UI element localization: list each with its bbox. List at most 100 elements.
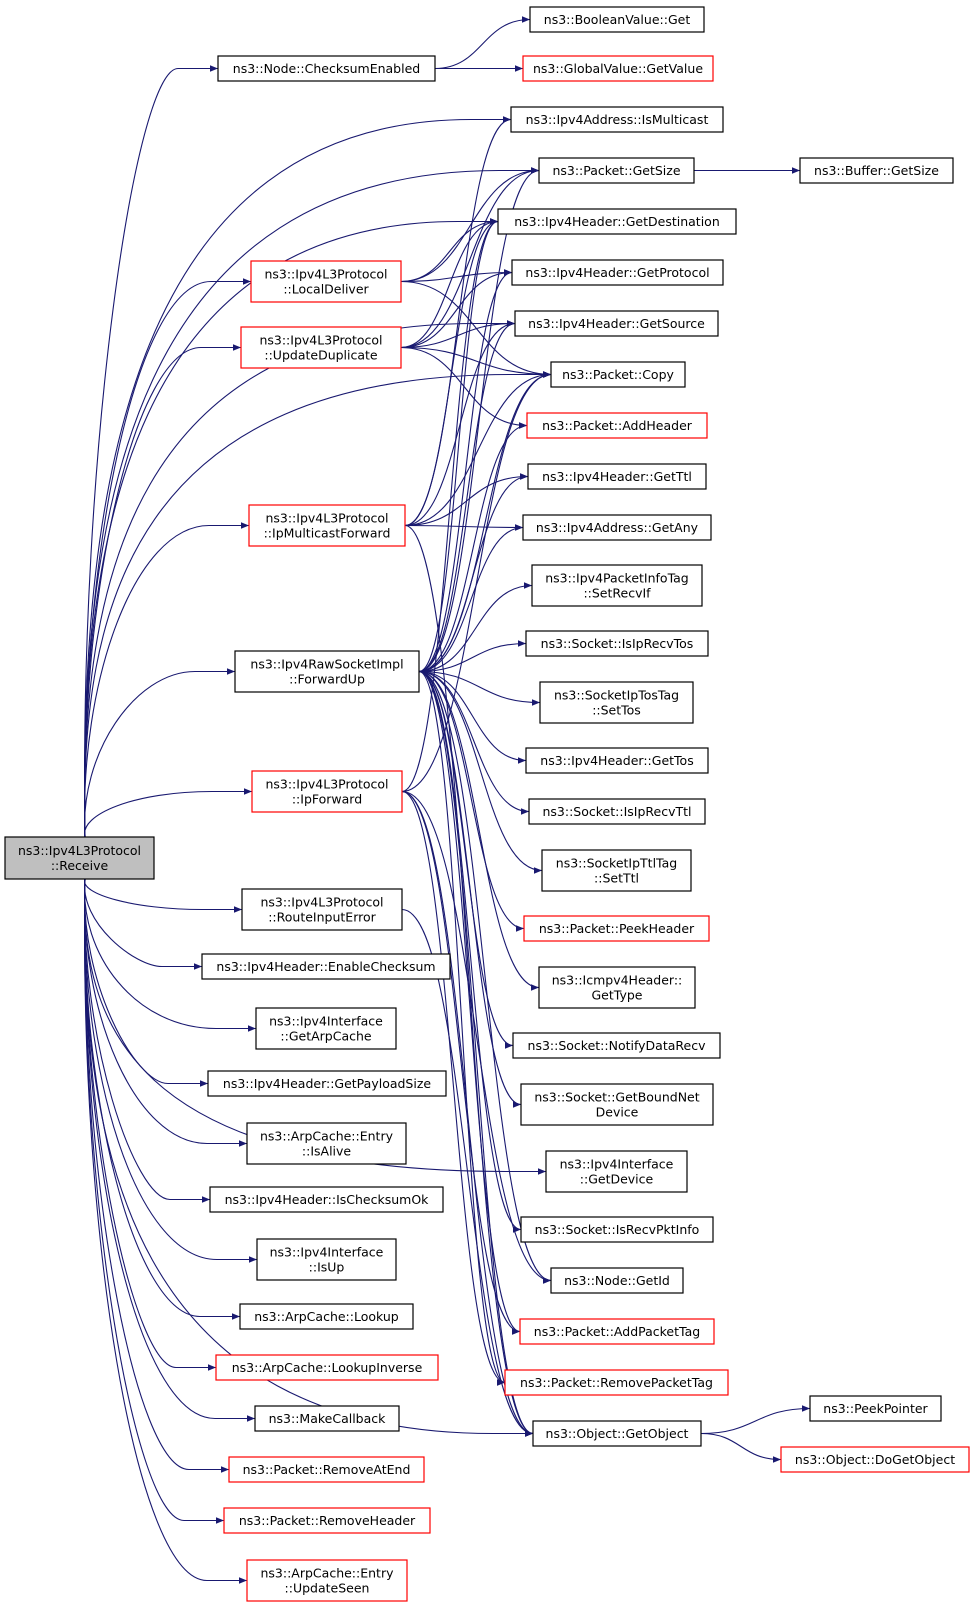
call-edge-updateDuplicate-to-getDestination <box>400 218 499 349</box>
call-edge-forwardUp-to-icmpGetType <box>418 670 540 991</box>
call-edge-ipMulticastForward-to-getDestination <box>404 218 499 527</box>
function-node-getDestination[interactable]: ns3::Ipv4Header::GetDestination <box>497 208 737 235</box>
node-box <box>525 630 709 657</box>
call-edge-root-to-getArpCache <box>84 878 256 1032</box>
function-node-icmpGetType[interactable]: ns3::Icmpv4Header::GetType <box>538 966 696 1009</box>
call-edge-root-to-isMulticast <box>84 116 511 838</box>
node-label: ::SetTtl <box>594 871 639 886</box>
function-node-ipMulticastForward[interactable]: ns3::Ipv4L3Protocol::IpMulticastForward <box>248 504 406 547</box>
call-edge-root-to-updateSeen <box>84 878 247 1584</box>
function-node-getArpCache[interactable]: ns3::Ipv4Interface::GetArpCache <box>255 1007 397 1050</box>
node-label: ns3::Ipv4Header::GetTos <box>540 753 693 768</box>
function-node-enableChecksum[interactable]: ns3::Ipv4Header::EnableChecksum <box>201 953 451 980</box>
call-edge-root-to-getPayloadSize <box>84 878 208 1087</box>
call-edge-updateDuplicate-to-getProtocol <box>400 269 513 349</box>
function-node-setRecvIf[interactable]: ns3::Ipv4PacketInfoTag::SetRecvIf <box>531 564 703 607</box>
node-label: ns3::Ipv4L3Protocol <box>18 843 141 858</box>
function-node-addPacketTag[interactable]: ns3::Packet::AddPacketTag <box>519 1318 715 1345</box>
call-edge-routeInputError-to-getObject <box>401 908 534 1437</box>
node-box <box>539 681 694 724</box>
node-box <box>545 1150 688 1193</box>
function-node-makeCallback[interactable]: ns3::MakeCallback <box>254 1405 400 1432</box>
call-edge-root-to-routeInputError <box>84 878 242 913</box>
node-label: ::IpForward <box>292 792 362 807</box>
call-edge-localDeliver-to-packetCopy <box>400 280 552 378</box>
function-node-forwardUp[interactable]: ns3::Ipv4RawSocketImpl::ForwardUp <box>234 650 420 693</box>
function-node-booleanValueGet[interactable]: ns3::BooleanValue::Get <box>529 6 705 33</box>
call-edge-localDeliver-to-getProtocol <box>400 269 513 283</box>
function-node-addHeader[interactable]: ns3::Packet::AddHeader <box>526 412 708 439</box>
node-label: ns3::Socket::GetBoundNet <box>534 1090 699 1105</box>
call-edge-ipForward-to-getObject <box>401 790 534 1437</box>
function-node-getTtl[interactable]: ns3::Ipv4Header::GetTtl <box>527 463 707 490</box>
function-node-setTos[interactable]: ns3::SocketIpTosTag::SetTos <box>539 681 694 724</box>
call-edge-root-to-checksumEnabled <box>84 65 218 838</box>
function-node-updateSeen[interactable]: ns3::ArpCache::Entry::UpdateSeen <box>246 1559 408 1602</box>
function-node-notifyDataRecv[interactable]: ns3::Socket::NotifyDataRecv <box>512 1032 721 1059</box>
function-node-isChecksumOk[interactable]: ns3::Ipv4Header::IsChecksumOk <box>209 1186 444 1213</box>
node-label: ::Receive <box>51 858 109 873</box>
node-label: ns3::Buffer::GetSize <box>814 163 939 178</box>
function-node-getTos[interactable]: ns3::Ipv4Header::GetTos <box>525 747 709 774</box>
function-node-isUp[interactable]: ns3::Ipv4Interface::IsUp <box>256 1238 397 1281</box>
node-box <box>223 1507 431 1534</box>
call-edge-checksumEnabled-to-booleanValueGet <box>434 16 531 70</box>
function-node-peekHeader[interactable]: ns3::Packet::PeekHeader <box>523 915 710 942</box>
call-edge-root-to-forwardUp <box>84 668 235 838</box>
call-edge-forwardUp-to-addPacketTag <box>418 670 521 1335</box>
function-node-getObject[interactable]: ns3::Object::GetObject <box>532 1420 702 1447</box>
function-node-getPayloadSize[interactable]: ns3::Ipv4Header::GetPayloadSize <box>207 1070 447 1097</box>
function-node-isMulticast[interactable]: ns3::Ipv4Address::IsMulticast <box>510 106 724 133</box>
function-node-setTtl[interactable]: ns3::SocketIpTtlTag::SetTtl <box>541 849 692 892</box>
call-edge-forwardUp-to-nodeGetId <box>418 670 552 1284</box>
function-node-bufferGetSize[interactable]: ns3::Buffer::GetSize <box>799 157 954 184</box>
function-node-lookupInverse[interactable]: ns3::ArpCache::LookupInverse <box>215 1354 439 1381</box>
function-node-packetGetSize[interactable]: ns3::Packet::GetSize <box>538 157 695 184</box>
call-edge-getObject-to-doGetObject <box>700 1432 782 1463</box>
function-node-isRecvPktInfo[interactable]: ns3::Socket::IsRecvPktInfo <box>520 1216 714 1243</box>
function-node-isAlive[interactable]: ns3::ArpCache::Entry::IsAlive <box>246 1122 407 1165</box>
function-node-updateDuplicate[interactable]: ns3::Ipv4L3Protocol::UpdateDuplicate <box>240 326 402 369</box>
node-box <box>529 6 705 33</box>
function-node-getProtocol[interactable]: ns3::Ipv4Header::GetProtocol <box>511 259 724 286</box>
node-label: ns3::ArpCache::Entry <box>260 1129 394 1144</box>
node-label: ns3::Ipv4Header::EnableChecksum <box>216 959 435 974</box>
function-node-getSource[interactable]: ns3::Ipv4Header::GetSource <box>514 310 719 337</box>
node-box <box>522 55 714 82</box>
node-box <box>550 361 686 388</box>
node-box <box>207 1070 447 1097</box>
function-node-removePacketTag[interactable]: ns3::Packet::RemovePacketTag <box>504 1369 729 1396</box>
node-box <box>246 1559 408 1602</box>
function-node-doGetObject[interactable]: ns3::Object::DoGetObject <box>780 1446 970 1473</box>
node-label: ns3::Ipv4Header::GetDestination <box>514 214 720 229</box>
node-label: ns3::Ipv4L3Protocol <box>265 511 388 526</box>
node-label: ns3::Packet::GetSize <box>552 163 680 178</box>
function-node-ipForward[interactable]: ns3::Ipv4L3Protocol::IpForward <box>251 770 403 813</box>
function-node-getAny[interactable]: ns3::Ipv4Address::GetAny <box>522 514 712 541</box>
function-node-removeHeader[interactable]: ns3::Packet::RemoveHeader <box>223 1507 431 1534</box>
function-node-globalValueGetValue[interactable]: ns3::GlobalValue::GetValue <box>522 55 714 82</box>
node-label: ns3::Icmpv4Header:: <box>552 973 683 988</box>
function-node-localDeliver[interactable]: ns3::Ipv4L3Protocol::LocalDeliver <box>250 260 402 303</box>
call-edge-root-to-isUp <box>84 878 257 1263</box>
node-label: ns3::Socket::IsIpRecvTos <box>541 636 694 651</box>
node-label: Device <box>596 1105 639 1120</box>
function-node-lookup[interactable]: ns3::ArpCache::Lookup <box>239 1303 414 1330</box>
function-node-checksumEnabled[interactable]: ns3::Node::ChecksumEnabled <box>217 55 436 82</box>
call-edge-root-to-updateDuplicate <box>84 344 241 838</box>
node-label: ::UpdateDuplicate <box>264 348 378 363</box>
function-node-root[interactable]: ns3::Ipv4L3Protocol::Receive <box>4 836 155 880</box>
function-node-nodeGetId[interactable]: ns3::Node::GetId <box>550 1267 684 1294</box>
call-edge-ipForward-to-getDestination <box>401 218 499 793</box>
function-node-ifaceGetDevice[interactable]: ns3::Ipv4Interface::GetDevice <box>545 1150 688 1193</box>
function-node-routeInputError[interactable]: ns3::Ipv4L3Protocol::RouteInputError <box>241 888 403 931</box>
function-node-isIpRecvTos[interactable]: ns3::Socket::IsIpRecvTos <box>525 630 709 657</box>
function-node-packetCopy[interactable]: ns3::Packet::Copy <box>550 361 686 388</box>
node-label: ns3::Ipv4L3Protocol <box>264 267 387 282</box>
function-node-peekPointer[interactable]: ns3::PeekPointer <box>809 1395 942 1422</box>
function-node-isIpRecvTtl[interactable]: ns3::Socket::IsIpRecvTtl <box>528 798 706 825</box>
node-label: ns3::Object::GetObject <box>546 1426 689 1441</box>
function-node-removeAtEnd[interactable]: ns3::Packet::RemoveAtEnd <box>228 1456 425 1483</box>
